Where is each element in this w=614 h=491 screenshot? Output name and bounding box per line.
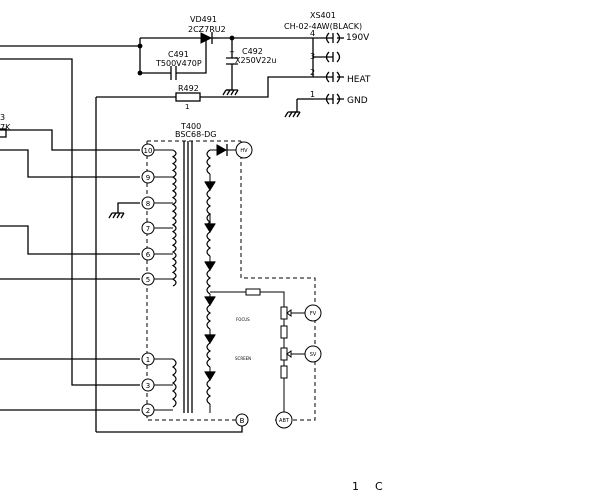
transformer-pin-8: 8: [141, 196, 155, 210]
transformer-pin-3: 3: [141, 378, 155, 392]
svg-text:2: 2: [146, 407, 150, 415]
t400-ref: T400: [180, 122, 201, 131]
svg-text:1: 1: [310, 90, 315, 99]
svg-text:ABT: ABT: [279, 418, 290, 424]
connector-pin-4: 4 190V: [310, 29, 370, 44]
resistor-r492: R492 1: [95, 76, 293, 432]
svg-text:3: 3: [310, 52, 315, 61]
connector-label-190v: 190V: [346, 33, 370, 43]
svg-text:HV: HV: [240, 148, 248, 154]
svg-text:6: 6: [146, 251, 151, 259]
resistor-partial-left: 3 7K: [0, 113, 11, 138]
transformer-pin-9: 9: [141, 170, 155, 184]
svg-text:8: 8: [146, 200, 150, 208]
transformer-pin-1: 1: [141, 352, 155, 366]
left-wiring: [0, 129, 243, 433]
connector-label-gnd: GND: [347, 96, 368, 106]
vd491-part: 2CZ7RU2: [188, 25, 226, 34]
capacitor-c492: + C492 X250V22u: [222, 47, 276, 96]
connector-xs401: XS401 CH-02-4AW(BLACK) 4 190V 3 2 HEAT 1…: [284, 11, 371, 118]
transformer-pin-10: 10: [141, 143, 155, 157]
rectifier-diode: [204, 261, 216, 271]
polarity-plus-icon: +: [229, 48, 235, 56]
abt-terminal: ABT: [275, 411, 293, 429]
screen-label: SCREEN: [235, 356, 251, 361]
capacitor-c491: C491 T500V470P: [155, 50, 202, 80]
sv-terminal: SV: [304, 345, 322, 363]
svg-text:10: 10: [144, 147, 153, 155]
connector-pin-3: 3: [310, 51, 341, 63]
transformer-pin-7: 7: [141, 221, 155, 235]
r492-ref: R492: [178, 84, 199, 93]
svg-text:SV: SV: [310, 352, 317, 358]
junction-dot: [229, 35, 235, 41]
c491-ref: C491: [168, 50, 189, 59]
focus-screen-divider: FOCUS SCREEN: [210, 288, 305, 412]
svg-text:9: 9: [146, 174, 150, 182]
vd491-ref: VD491: [190, 15, 217, 24]
svg-text:B: B: [240, 417, 245, 425]
rectifier-diode: [204, 181, 216, 191]
diode-vd491: VD491 2CZ7RU2: [188, 15, 226, 44]
footer-sheet-letter: C: [375, 480, 383, 491]
connector-pin-2: 2 HEAT: [310, 68, 371, 85]
hv-terminal: HV: [235, 141, 253, 159]
junction-dot: [137, 43, 143, 49]
svg-text:4: 4: [310, 29, 315, 38]
svg-text:1: 1: [146, 356, 150, 364]
c492-value: X250V22u: [235, 56, 276, 65]
connector-pin-1: 1 GND: [310, 90, 368, 106]
xs401-part: CH-02-4AW(BLACK): [284, 22, 362, 31]
t400-part: BSC68-DG: [175, 130, 216, 139]
svg-text:7: 7: [146, 225, 150, 233]
xs401-ref: XS401: [310, 11, 336, 20]
hv-diode: [216, 144, 228, 156]
footer-page-number: 1: [352, 480, 359, 491]
svg-text:FV: FV: [310, 311, 317, 317]
svg-text:5: 5: [146, 276, 150, 284]
transformer-pin-b: B: [235, 413, 249, 427]
transformer-pin-5: 5: [141, 272, 155, 286]
svg-text:3: 3: [0, 113, 5, 122]
top-rail-wiring: [0, 37, 333, 386]
transformer-pin-6: 6: [141, 247, 155, 261]
r492-pin: 1: [185, 103, 189, 111]
c492-ref: C492: [242, 47, 263, 56]
rectifier-diode: [204, 296, 216, 306]
fv-terminal: FV: [304, 304, 322, 322]
transformer-pin-2: 2: [141, 403, 155, 417]
svg-text:7K: 7K: [0, 123, 11, 132]
svg-text:2: 2: [310, 68, 315, 77]
connector-label-heat: HEAT: [347, 75, 371, 85]
junction-dot: [137, 70, 143, 76]
focus-label: FOCUS: [236, 317, 250, 322]
transformer-t400: T400 BSC68-DG: [141, 122, 322, 429]
c491-value: T500V470P: [155, 59, 202, 68]
svg-text:3: 3: [146, 382, 150, 390]
rectifier-diode: [204, 334, 216, 344]
rectifier-diode: [204, 223, 216, 233]
rectifier-diode: [204, 371, 216, 381]
